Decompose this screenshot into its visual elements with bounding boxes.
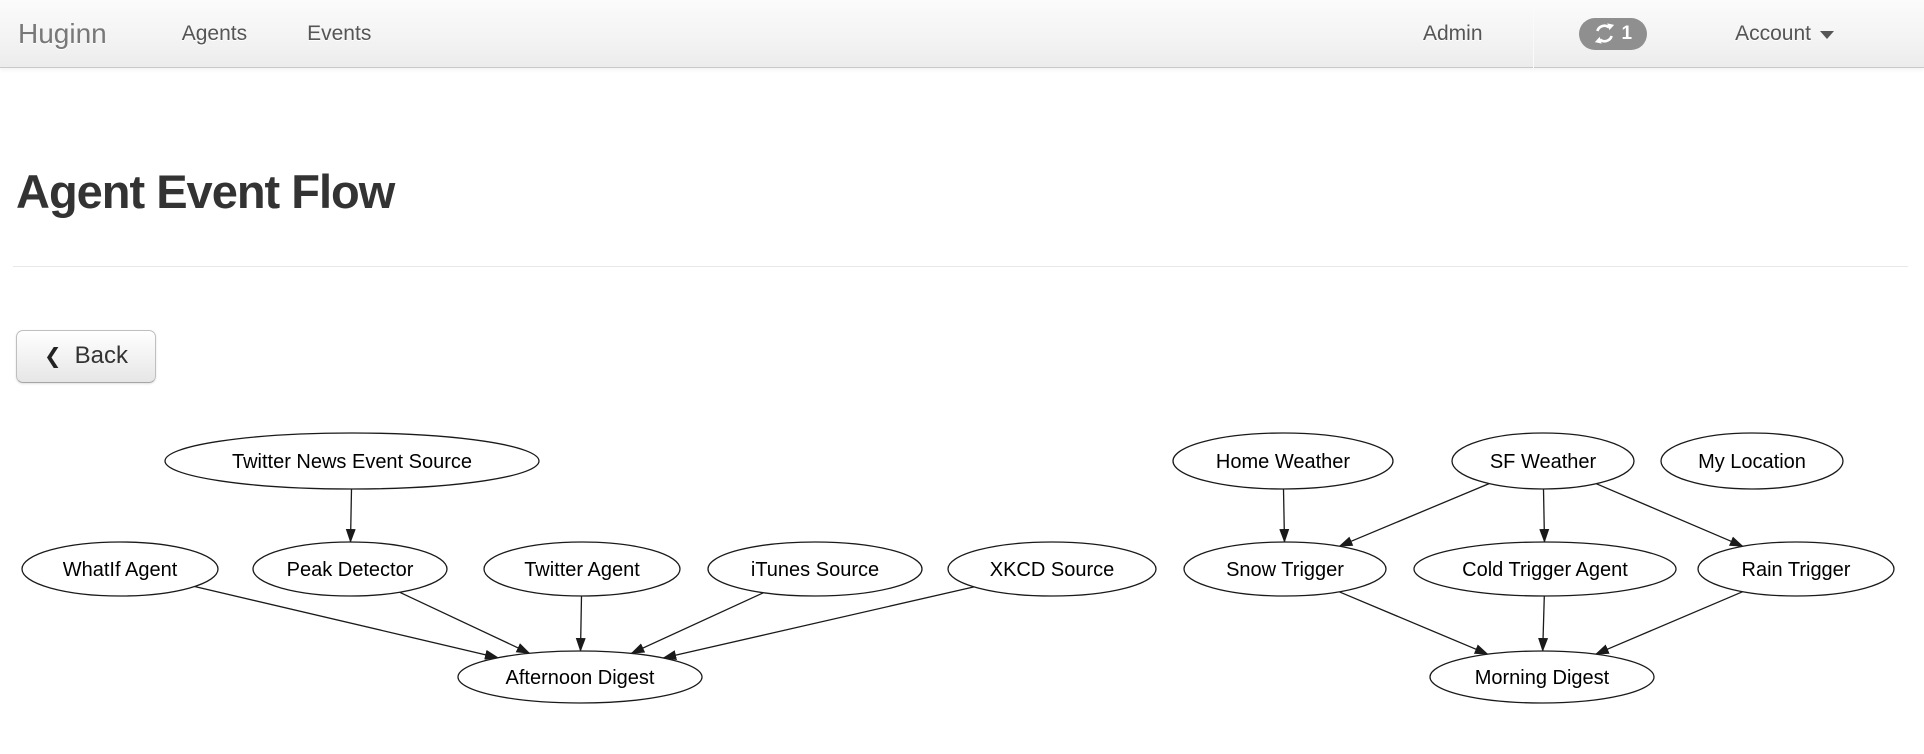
graph-node-ellipse: [1172, 432, 1394, 490]
graph-node-my-location: My Location: [1660, 432, 1844, 490]
graph-node-ellipse: [1183, 541, 1387, 597]
refresh-icon: [1594, 23, 1615, 44]
back-button-label: Back: [74, 342, 128, 370]
graph-edge-cold-trigger-agent-to-morning-digest: [1538, 595, 1549, 652]
graph-node-label: Afternoon Digest: [506, 667, 655, 689]
graph-node-xkcd-source: XKCD Source: [947, 541, 1157, 597]
graph-edge-twitter-news-event-source-to-peak-detector: [345, 488, 356, 543]
graph-edge-sf-weather-to-snow-trigger: [1338, 482, 1490, 547]
graph-node-ellipse: [252, 541, 448, 597]
agent-event-flow-diagram: Twitter News Event Source Home Weather SF …: [21, 432, 1895, 704]
graph-node-whatif-agent: WhatIf Agent: [21, 541, 219, 597]
graph-node-morning-digest: Morning Digest: [1429, 650, 1655, 704]
graph-node-ellipse: [1697, 541, 1895, 597]
graph-node-label: Twitter News Event Source: [232, 451, 472, 473]
graph-node-ellipse: [707, 541, 923, 597]
graph-node-label: Twitter Agent: [524, 559, 640, 581]
graph-node-label: Rain Trigger: [1742, 559, 1851, 581]
navbar-divider: [1532, 0, 1534, 68]
graph-node-label: My Location: [1698, 451, 1806, 473]
graph-edge-sf-weather-to-rain-trigger: [1595, 483, 1744, 547]
graph-node-label: Morning Digest: [1475, 667, 1610, 689]
graph-node-ellipse: [21, 541, 219, 597]
graph-node-cold-trigger-agent: Cold Trigger Agent: [1413, 541, 1677, 597]
graph-edge-peak-detector-to-afternoon-digest: [399, 591, 531, 654]
graph-node-ellipse: [1451, 432, 1635, 490]
caret-down-icon: [1820, 31, 1834, 39]
account-label: Account: [1735, 21, 1811, 45]
graph-node-label: Home Weather: [1216, 451, 1350, 473]
job-count: 1: [1621, 22, 1633, 44]
chevron-left-icon: ❮: [44, 344, 62, 369]
graph-node-ellipse: [457, 650, 703, 704]
graph-edge-whatif-agent-to-afternoon-digest: [194, 585, 499, 660]
graph-edge-home-weather-to-snow-trigger: [1279, 488, 1290, 543]
graph-node-twitter-agent: Twitter Agent: [483, 541, 681, 597]
graph-edge-sf-weather-to-cold-trigger-agent: [1539, 488, 1550, 543]
graph-node-itunes-source: iTunes Source: [707, 541, 923, 597]
graph-edge-xkcd-source-to-afternoon-digest: [662, 586, 975, 660]
graph-node-ellipse: [1413, 541, 1677, 597]
graph-node-ellipse: [164, 432, 540, 490]
graph-node-sf-weather: SF Weather: [1451, 432, 1635, 490]
graph-node-rain-trigger: Rain Trigger: [1697, 541, 1895, 597]
graph-node-ellipse: [947, 541, 1157, 597]
graph-node-label: WhatIf Agent: [63, 559, 178, 581]
graph-edge-twitter-agent-to-afternoon-digest: [575, 595, 586, 652]
graph-node-home-weather: Home Weather: [1172, 432, 1394, 490]
graph-node-twitter-news-event-source: Twitter News Event Source: [164, 432, 540, 490]
graph-node-label: iTunes Source: [751, 559, 879, 581]
graph-edge-snow-trigger-to-morning-digest: [1338, 591, 1489, 655]
main-content: Agent Event Flow ❮ Back Twitter News Eve…: [0, 165, 1924, 730]
page-title: Agent Event Flow: [16, 165, 395, 218]
graph-node-afternoon-digest: Afternoon Digest: [457, 650, 703, 704]
back-button[interactable]: ❮ Back: [16, 329, 156, 383]
graph-node-ellipse: [483, 541, 681, 597]
graph-node-label: SF Weather: [1490, 451, 1597, 473]
brand-link[interactable]: Huginn: [18, 17, 107, 49]
title-divider: [13, 265, 1908, 267]
graph-node-ellipse: [1429, 650, 1655, 704]
graph-node-peak-detector: Peak Detector: [252, 541, 448, 597]
nav-link-admin[interactable]: Admin: [1423, 21, 1483, 45]
graph-edge-itunes-source-to-afternoon-digest: [630, 592, 764, 654]
nav-link-events[interactable]: Events: [307, 21, 372, 45]
graph-edge-rain-trigger-to-morning-digest: [1594, 591, 1743, 655]
graph-node-label: Peak Detector: [287, 559, 414, 581]
navbar: Huginn Agents Events Admin 1 Account: [0, 0, 1924, 68]
account-menu[interactable]: Account: [1705, 22, 1864, 46]
graph-node-snow-trigger: Snow Trigger: [1183, 541, 1387, 597]
graph-node-label: Snow Trigger: [1226, 559, 1344, 581]
graph-node-ellipse: [1660, 432, 1844, 490]
graph-node-label: XKCD Source: [990, 559, 1115, 581]
graph-node-label: Cold Trigger Agent: [1462, 559, 1628, 581]
job-count-badge[interactable]: 1: [1578, 17, 1648, 50]
nav-link-agents[interactable]: Agents: [181, 21, 248, 45]
